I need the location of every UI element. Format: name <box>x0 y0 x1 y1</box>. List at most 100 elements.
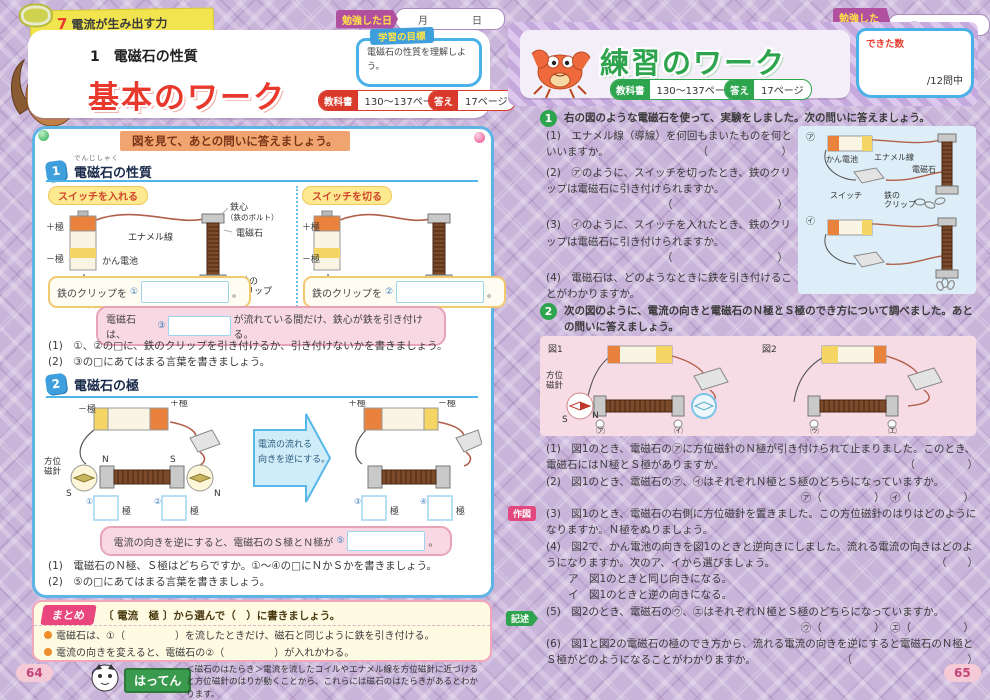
score-book[interactable]: できた数 /12問中 <box>856 28 974 98</box>
summary1-blank[interactable] <box>168 316 231 336</box>
q1-item-3-answer[interactable]: （ ） <box>662 251 788 264</box>
page-number-right: 65 <box>944 664 981 682</box>
label-core: 鉄心 <box>230 201 248 213</box>
q1-item-2: (2) ㋐のように、スイッチを切ったとき、鉄のクリップは電磁石に引き付けられます… <box>546 165 792 214</box>
q1-item-1-answer[interactable]: （ ） <box>697 146 793 159</box>
textbook-label: 教科書 <box>611 80 650 99</box>
summary1-pre: 電磁石は、 <box>106 315 136 341</box>
textbook-pages: 130〜137ページ <box>364 97 443 108</box>
q1-item-2-text: (2) ㋐のように、スイッチを切ったとき、鉄のクリップは電磁石に引き付けられます… <box>546 166 791 195</box>
answer1-prefix: 鉄のクリップを <box>57 288 127 300</box>
end-b-label: ㋑ <box>674 426 683 434</box>
pole-label-1: 極 <box>122 505 131 517</box>
q2-item-2-answer[interactable]: ㋐（ ） ㋑（ ） <box>800 491 974 504</box>
pole-blank-3[interactable] <box>361 495 387 521</box>
answer-pages: 17ページ <box>761 86 804 97</box>
end-c-label: ㋒ <box>810 426 819 434</box>
answer2-blank[interactable] <box>396 281 485 303</box>
textbook-badge-right: 教科書 130〜137ページ <box>610 79 743 100</box>
summary2-period: 。 <box>428 537 439 549</box>
answer1-blank[interactable] <box>141 281 230 303</box>
s-label-left: S <box>66 489 72 499</box>
matome-line2-row: 電流の向きを変えると、電磁石の②（ ）が入れかわる。 <box>34 645 490 662</box>
textbook-pages: 130〜137ページ <box>656 86 735 97</box>
practice-work-title: 練習のワーク <box>600 46 787 80</box>
summary2-number: ⑤ <box>336 536 345 546</box>
q2-item-6-answer[interactable]: （ ） <box>841 654 979 667</box>
q1-item-2-answer[interactable]: （ ） <box>662 199 788 212</box>
q2-item-1: (1) 図1のとき、電磁石の㋐に方位磁針のＮ極が引き付けられて止まりました。この… <box>546 441 978 474</box>
label-plus: ＋極 <box>302 221 320 233</box>
label-plus: ＋極 <box>46 221 64 233</box>
q1-item-1: (1) エナメル線（導線）を何回もまいたものを何といいますか。（ ） <box>546 128 792 161</box>
s-label: S <box>562 415 568 425</box>
compass-label-1: 方位 <box>546 370 564 381</box>
pole-blank-4[interactable] <box>427 495 453 521</box>
answer2-period: 。 <box>487 288 498 300</box>
crab-character <box>531 49 591 99</box>
section1-question2: (2) ③の□にあてはまる言葉を書きましょう。 <box>48 356 271 368</box>
figure1-label: 図1 <box>548 344 563 355</box>
question2-number: 2 <box>540 303 557 320</box>
answer-callout-2: 鉄のクリップを ② 。 <box>303 276 507 308</box>
hatten-badge: はってん <box>124 668 192 693</box>
arrow-caption-line1: 電流の流れる <box>258 440 313 450</box>
matome-line1: 電磁石は、①（ ）を流したときだけ、磁石と同じように鉄を引き付ける。 <box>56 631 435 642</box>
s-label-right: S <box>170 455 176 465</box>
page-number-left: 64 <box>16 664 53 682</box>
blank2-number: ② <box>154 497 161 506</box>
pole-blank-1[interactable] <box>93 495 119 521</box>
switch-on-label: スイッチを入れる <box>48 186 148 205</box>
tape-roll-icon <box>18 3 54 28</box>
section1-summary-box: 電磁石は、 ③ が流れている間だけ、鉄心が鉄を引き付ける。 <box>96 306 446 346</box>
pole-label-2: 極 <box>190 505 199 517</box>
label-core-sub: （鉄のボルト） <box>226 212 279 222</box>
blank1-number: ① <box>86 497 93 506</box>
label-enamel: エナメル線 <box>128 231 173 243</box>
q2-item-6: (6) 図1と図2の電磁石の極のでき方から、流れる電流の向きを逆にすると電磁石の… <box>546 636 978 669</box>
q2-choice-a: ア 図1のときと同じ向きになる。 <box>568 573 733 586</box>
q1-item-3-text: (3) ㋑のように、スイッチを入れたとき、鉄のクリップは電磁石に引き付けられます… <box>546 219 791 248</box>
section1-underline <box>46 180 478 182</box>
label-enamel: エナメル線 <box>874 152 914 162</box>
cat-character <box>91 664 119 692</box>
end-d-label: ㋓ <box>888 426 897 434</box>
arrow-caption-line2: 向きを逆にする。 <box>258 455 331 466</box>
sakuzu-badge: 作図 <box>508 506 537 521</box>
question2-items: (1) 図1のとき、電磁石の㋐に方位磁針のＮ極が引き付けられて止まりました。この… <box>546 441 978 669</box>
n-label-right: N <box>214 489 221 499</box>
bullet-icon <box>44 647 52 656</box>
q1-item-4: (4) 電磁石は、どのようなときに鉄を引き付けることがわかりますか。 （ ） <box>546 270 792 319</box>
end-a-label: ㋐ <box>596 426 605 434</box>
label-minus: －極 <box>302 253 320 265</box>
label-clip2: クリップ <box>236 286 272 297</box>
month-label: 月 <box>418 15 428 27</box>
score-label: できた数 <box>866 39 905 50</box>
q1-item-1-text: (1) エナメル線（導線）を何回もまいたものを何といいますか。 <box>546 130 792 159</box>
section2-question1: (1) 電磁石のＮ極、Ｓ極はどちらですか。①〜④の□にＮかＳかを書きましょう。 <box>48 560 437 572</box>
matome-tab: まとめ <box>40 605 97 625</box>
answer-pages: 17ページ <box>465 97 508 108</box>
switch-off-label: スイッチを切る <box>302 186 392 205</box>
summary2-blank[interactable] <box>347 531 426 551</box>
q2-item-5-answer[interactable]: ㋒（ ） ㋓（ ） <box>800 621 974 634</box>
kijutsu-badge: 記述 <box>506 611 539 626</box>
compass-label-2: 磁針 <box>44 466 62 477</box>
blank3-number: ③ <box>354 497 361 506</box>
q2-item-1-answer[interactable]: （ ） <box>904 459 979 472</box>
basic-work-title: 基本のワーク <box>88 80 286 116</box>
plus-pole: ＋極 <box>170 400 188 409</box>
summary1-number: ③ <box>157 321 166 331</box>
q2-item-4-answer[interactable]: （ ） <box>936 556 978 569</box>
minus-pole: －極 <box>438 400 456 409</box>
label-clip2: クリップ <box>884 200 916 209</box>
q2-item-4-text: (4) 図2で、かん電池の向きを図1のときと逆向きにしました。流れる電流の向きは… <box>546 540 973 569</box>
q2-item-6-text: (6) 図1と図2の電磁石の極のでき方から、流れる電流の向きを逆にすると電磁石の… <box>546 638 974 667</box>
green-pin-icon <box>38 130 49 141</box>
pole-blank-2[interactable] <box>161 495 187 521</box>
label-magnet: 電磁石 <box>236 227 263 239</box>
question1-lead: 右の図のような電磁石を使って、実験をしました。次の問いに答えましょう。 <box>564 112 930 124</box>
q2-choice-b: イ 図1のときと逆の向きになる。 <box>568 589 733 602</box>
q1-item-4-answer[interactable]: （ ） <box>588 304 789 317</box>
matome-line1-row: 電磁石は、①（ ）を流したときだけ、磁石と同じように鉄を引き付ける。 <box>34 626 490 645</box>
